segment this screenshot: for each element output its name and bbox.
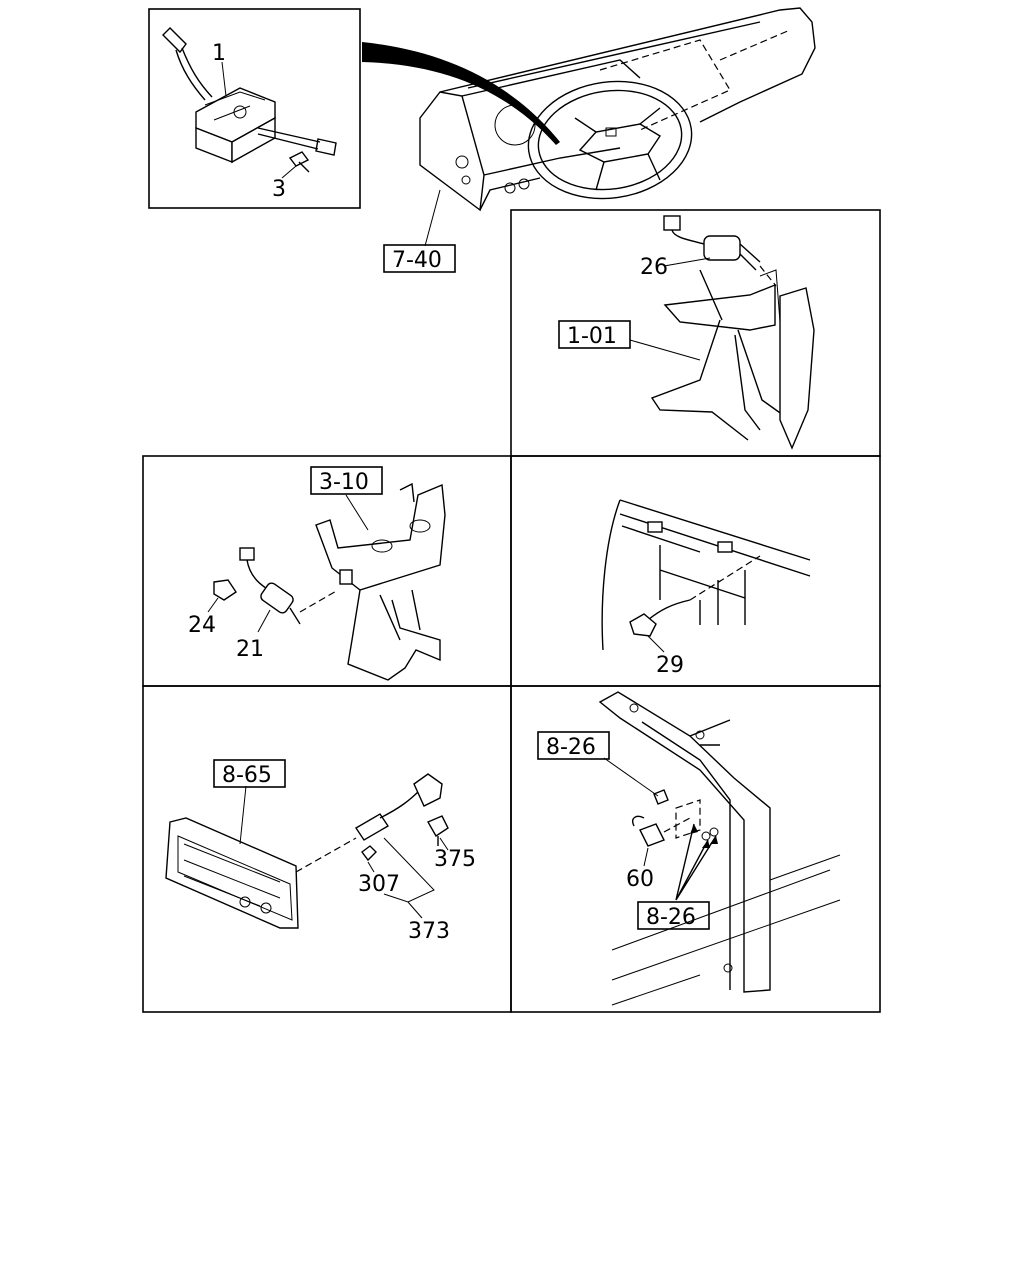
sensor-29 — [629, 613, 657, 637]
gauge — [494, 104, 536, 146]
stalk-right — [257, 127, 321, 150]
pedal-switch-panel: 26 1-01 — [510, 209, 881, 457]
callout-8-26-bottom: 8-26 — [646, 905, 696, 930]
callout-24: 24 — [188, 613, 216, 638]
callout-7-40: 7-40 — [392, 248, 442, 273]
ref-box-8-65 — [213, 759, 286, 788]
screw-375 — [427, 815, 449, 846]
control-panel-plate — [165, 817, 299, 929]
clip-24 — [213, 579, 237, 601]
steering-wheel-outer — [527, 80, 693, 200]
callout-8-26-top: 8-26 — [546, 735, 596, 760]
callout-1-01: 1-01 — [567, 324, 617, 349]
callout-373: 373 — [408, 919, 450, 944]
callout-26: 26 — [640, 255, 668, 280]
ref-box-1-01 — [558, 320, 631, 349]
callout-21: 21 — [236, 637, 264, 662]
heater-panel: 8-65 375 307 373 — [142, 685, 512, 1013]
connector-plug — [413, 773, 443, 807]
switch-21 — [260, 582, 294, 614]
callout-3: 3 — [272, 177, 286, 202]
callout-29: 29 — [656, 653, 684, 678]
connector — [663, 215, 681, 231]
door-pillar — [598, 691, 771, 993]
switch-60 — [639, 823, 665, 847]
brake-pedal-panel: 3-10 24 21 — [142, 455, 512, 687]
ref-box-3-10 — [310, 466, 383, 495]
callout-60: 60 — [626, 867, 654, 892]
combination-switch-inset: 1 3 — [148, 8, 361, 209]
dash-left-panel — [419, 91, 485, 212]
callout-8-65: 8-65 — [222, 763, 272, 788]
callout-3-10: 3-10 — [319, 470, 369, 495]
frame-sensor-panel: 29 — [510, 455, 881, 687]
inset-frame — [148, 8, 361, 209]
dashboard-steering-illustration: 7-40 — [383, 7, 816, 273]
bulb-307 — [361, 845, 377, 862]
ref-box-7-40 — [383, 244, 456, 273]
stalk-knob-upper — [162, 27, 187, 54]
ref-box-8-26-top — [537, 731, 610, 760]
panel-frame-door-switch — [510, 685, 881, 1013]
screw-3 — [288, 151, 310, 173]
switch-26 — [703, 235, 741, 261]
stalk-knob-right — [315, 138, 337, 156]
callout-375: 375 — [434, 847, 476, 872]
pedal-pad — [779, 287, 815, 450]
steering-wheel-inner — [537, 89, 683, 191]
pedal-bracket-3-10 — [315, 483, 446, 591]
callout-307: 307 — [358, 872, 400, 897]
pointer-arrow — [362, 42, 560, 145]
switch-373 — [355, 813, 389, 841]
pedal-bracket — [663, 283, 776, 331]
ref-box-8-26-bottom — [637, 901, 710, 930]
panel-frame-sensor — [510, 455, 881, 687]
callout-1: 1 — [212, 41, 226, 66]
door-switch-panel: 8-26 60 8-26 — [510, 685, 881, 1013]
